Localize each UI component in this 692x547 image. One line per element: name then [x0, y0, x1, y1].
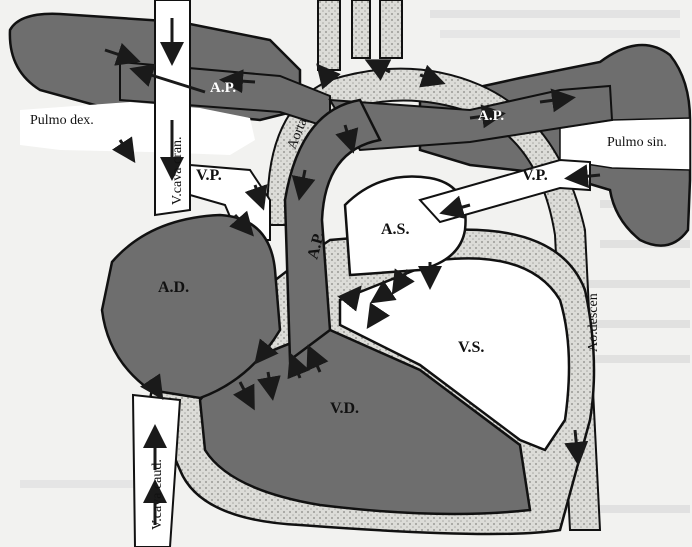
- label-pulmo-dex: Pulmo dex.: [30, 113, 94, 128]
- label-ap-top-right: A.P.: [478, 108, 504, 124]
- label-vp-left: V.P.: [196, 167, 222, 184]
- label-ad: A.D.: [158, 279, 189, 296]
- label-vd: V.D.: [330, 400, 359, 417]
- label-ap-top-left: A.P.: [210, 80, 236, 96]
- label-v-cava-cran: V.cava cran.: [170, 136, 185, 205]
- label-vp-right: V.P.: [522, 167, 548, 184]
- aortic-branches: [318, 0, 402, 70]
- label-ao-descen: Ao.descen: [586, 293, 601, 352]
- label-vs: V.S.: [458, 339, 484, 356]
- label-pulmo-sin: Pulmo sin.: [607, 135, 667, 150]
- label-as: A.S.: [381, 221, 409, 238]
- label-v-cava-caud: V.cava caud.: [150, 459, 165, 530]
